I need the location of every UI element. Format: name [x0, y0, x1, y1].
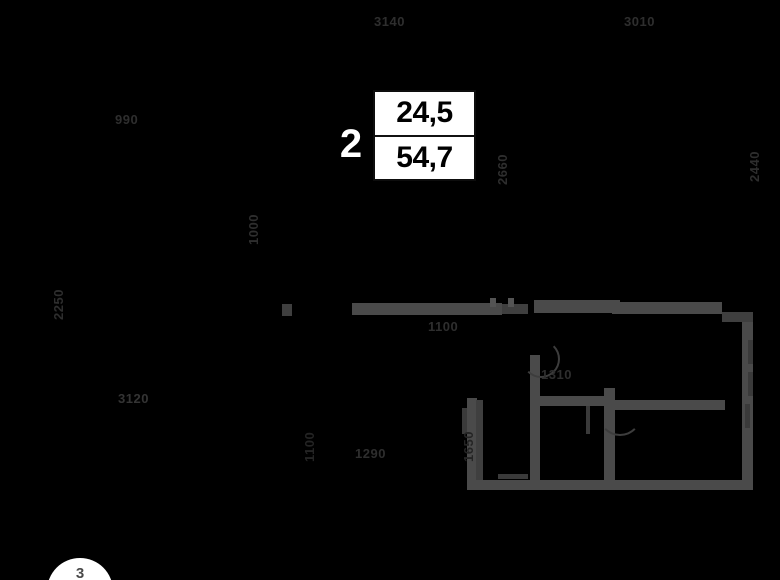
wall-inner-vertical-b [604, 388, 615, 481]
wall-hairline-right-2 [748, 372, 753, 396]
wall-central-horizontal [352, 303, 502, 315]
dimension-v-2440: 2440 [747, 151, 762, 182]
area-callout-box: 24,5 54,7 [373, 90, 476, 181]
wall-central-horizontal-2 [502, 304, 528, 314]
wall-inner-vertical-a [530, 355, 540, 481]
opening-mark-2 [508, 298, 514, 307]
dimension-top-2: 3010 [624, 14, 655, 29]
dimension-h-1100: 1100 [428, 319, 459, 334]
dimension-h-990: 990 [115, 112, 139, 127]
wall-central-horizontal-4 [612, 302, 722, 314]
dimension-v-1650: 1650 [461, 431, 476, 462]
dimension-top-1: 3140 [374, 14, 405, 29]
total-area-value: 54,7 [396, 140, 453, 174]
page-number-bubble: 3 [47, 558, 113, 580]
dimension-v-2660: 2660 [495, 154, 510, 185]
wall-hairline-right-1 [748, 340, 753, 364]
page-number-text: 3 [75, 565, 85, 580]
wall-hairline-right-3 [745, 404, 750, 428]
dimension-h-1290: 1290 [355, 446, 386, 461]
wall-inner-horizontal-a [540, 396, 615, 406]
room-count-label: 2 [339, 122, 363, 166]
door-arc-right [598, 392, 642, 436]
dimension-h-1310: 1310 [541, 367, 572, 382]
wall-inner-vertical-c [476, 400, 483, 480]
opening-mark-1 [490, 298, 496, 307]
dimension-h-3120: 3120 [118, 391, 149, 406]
wall-hairline-bottom-1 [498, 474, 528, 479]
dimension-v-1100: 1100 [302, 431, 317, 462]
wall-right-outer-left [467, 398, 477, 484]
wall-right-outer-top-seg [722, 312, 753, 322]
wall-hairline-inner-1 [586, 406, 590, 434]
dimension-v-2250: 2250 [51, 289, 66, 320]
dimension-v-1000: 1000 [246, 214, 261, 245]
wall-inner-horizontal-b [615, 400, 725, 410]
wall-hairline-left-1 [462, 408, 467, 434]
wall-central-horizontal-3 [534, 300, 620, 313]
door-arc-center [522, 340, 560, 378]
wall-stub-left [282, 304, 292, 316]
wall-right-outer-bottom [467, 480, 753, 490]
living-area-value: 24,5 [375, 92, 474, 137]
